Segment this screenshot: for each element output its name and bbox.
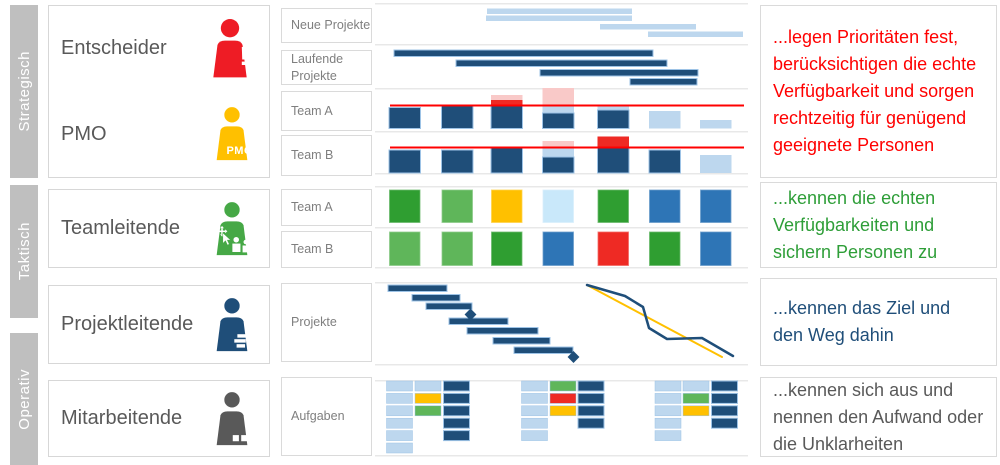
annotation-strategisch: ...legen Prioritäten fest, berücksichtig… — [760, 5, 997, 178]
level-band-taktisch: Taktisch — [10, 185, 38, 318]
burndown-chart — [585, 283, 735, 358]
lane-label-team-b-tactical: Team B — [281, 231, 372, 268]
annotation-taktisch: ...kennen die echten Verfügbarkeiten und… — [760, 182, 997, 268]
row-separators — [375, 3, 748, 457]
role-label-entscheider: Entscheider — [61, 37, 167, 60]
pmo-badge: PMO — [226, 145, 253, 158]
role-pmo: PMO PMO — [49, 92, 269, 178]
lane-label-neue-projekte: Neue Projekte — [281, 8, 372, 43]
lane-label-team-a-tactical: Team A — [281, 189, 372, 226]
lane-label-aufgaben: Aufgaben — [281, 377, 372, 456]
level-band-strategisch: Strategisch — [10, 5, 38, 178]
task-chip-clusters — [386, 380, 738, 454]
role-box-projektleitende: Projektleitende — [48, 285, 270, 364]
capacity-histogram-team-b — [388, 136, 744, 174]
lane-label-laufende-projekte: Laufende Projekte — [281, 50, 372, 85]
tactical-squares — [388, 188, 733, 267]
gantt-projects — [387, 284, 580, 363]
gantt-new-projects — [486, 8, 743, 37]
level-band-operativ: Operativ — [10, 333, 38, 465]
role-label-pmo: PMO — [61, 122, 107, 145]
person-team-cursor-icon — [209, 200, 255, 258]
gantt-running-projects — [393, 49, 699, 86]
lane-label-projekte: Projekte — [281, 283, 372, 362]
role-projektleitende: Projektleitende — [49, 286, 269, 363]
role-mitarbeitende: Mitarbeitende — [49, 381, 269, 456]
role-entscheider: Entscheider ! — [49, 6, 269, 92]
capacity-histogram-team-a — [388, 88, 744, 129]
role-label-projektleitende: Projektleitende — [61, 313, 194, 335]
role-label-mitarbeitende: Mitarbeitende — [61, 407, 183, 429]
lane-label-team-b-capacity: Team B — [281, 135, 372, 176]
level-label-strategisch: Strategisch — [15, 51, 33, 132]
person-gantt-icon — [209, 296, 255, 354]
level-label-operativ: Operativ — [15, 368, 33, 430]
role-box-mitarbeitende: Mitarbeitende — [48, 380, 270, 457]
level-label-taktisch: Taktisch — [15, 222, 33, 281]
person-pmo-icon: PMO — [209, 105, 255, 163]
lane-label-team-a-capacity: Team A — [281, 91, 372, 131]
role-teamleitende: Teamleitende — [49, 190, 269, 267]
person-alert-icon: ! — [205, 18, 255, 80]
role-label-teamleitende: Teamleitende — [61, 217, 180, 239]
annotation-mitarbeitende: ...kennen sich aus und nennen den Aufwan… — [760, 377, 997, 457]
alert-badge: ! — [239, 40, 248, 71]
annotation-projektleitende: ...kennen das Ziel und den Weg dahin — [760, 278, 997, 366]
person-tasks-icon — [209, 390, 255, 448]
role-box-teamleitende: Teamleitende — [48, 189, 270, 268]
role-box-strategisch: Entscheider ! PMO PMO — [48, 5, 270, 178]
